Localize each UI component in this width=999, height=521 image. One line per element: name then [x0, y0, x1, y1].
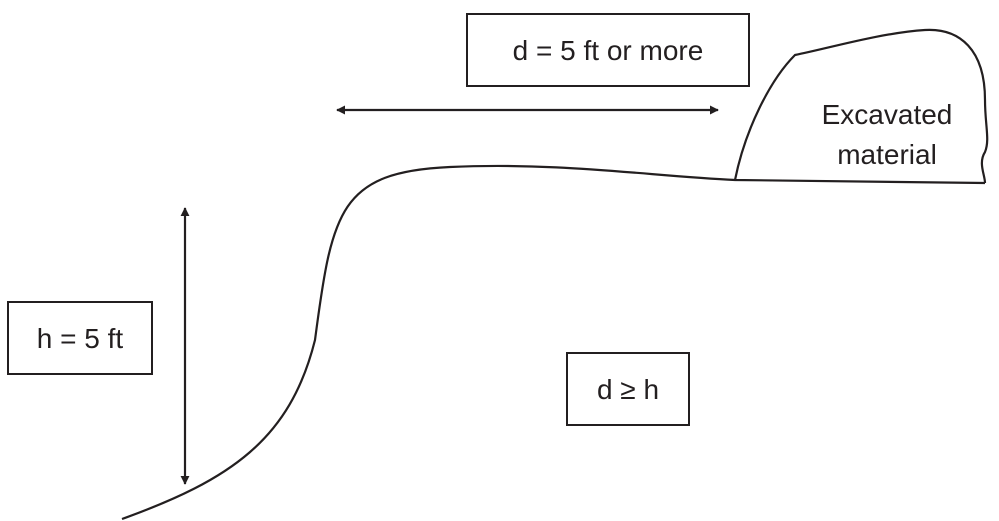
relation-label-box	[566, 352, 690, 426]
excavated-material-pile	[733, 28, 989, 184]
relation-label: d ≥ h	[597, 374, 659, 405]
spoil-label-line2: material	[837, 139, 937, 170]
spoil-label-line1: Excavated	[822, 99, 953, 130]
trench-wall-profile	[121, 164, 986, 521]
height-label: h = 5 ft	[37, 323, 124, 354]
distance-label-box	[466, 13, 750, 87]
distance-label: d = 5 ft or more	[513, 35, 704, 66]
height-label-box	[7, 301, 153, 375]
